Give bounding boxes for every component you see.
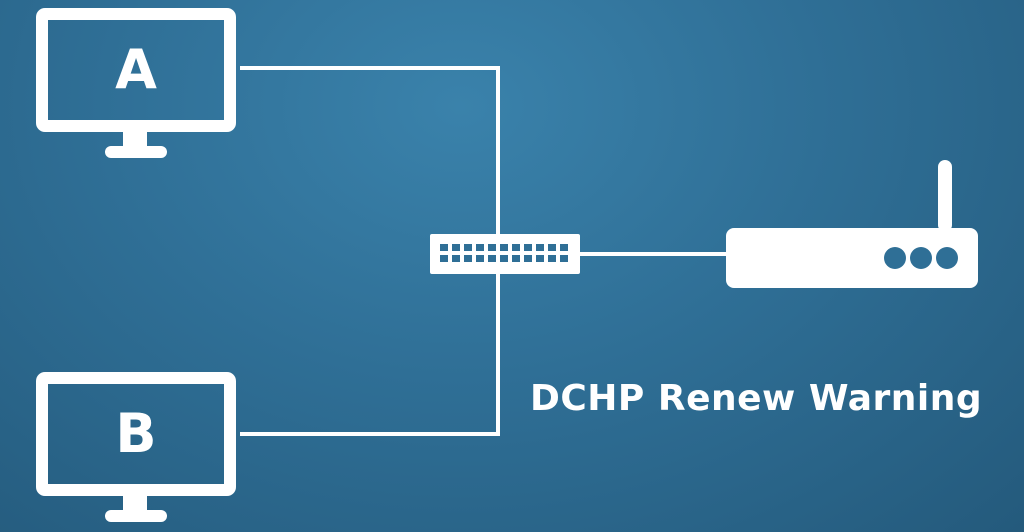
computer-a-screen	[36, 8, 236, 132]
link-a-to-switch	[240, 66, 500, 234]
computer-a-label: A	[115, 38, 157, 101]
computer-b-screen	[36, 372, 236, 496]
network-switch-icon	[430, 234, 580, 274]
diagram-caption: DCHP Renew Warning	[530, 378, 983, 419]
computer-b-label: B	[115, 402, 157, 465]
computer-b-base	[105, 510, 167, 522]
router-led-3	[936, 247, 958, 269]
router-icon	[726, 228, 978, 288]
switch-ports	[440, 244, 568, 262]
computer-a-stand	[123, 132, 147, 148]
computer-a-base	[105, 146, 167, 158]
computer-b-stand	[123, 496, 147, 512]
router-antenna-icon	[938, 160, 952, 232]
link-b-to-switch	[240, 274, 500, 436]
router-led-2	[910, 247, 932, 269]
router-led-1	[884, 247, 906, 269]
